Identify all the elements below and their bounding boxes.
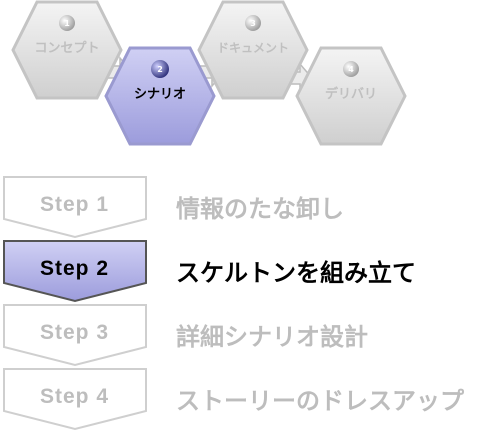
phase-label: コンセプト (34, 41, 99, 56)
step-2-chevron[interactable] (3, 240, 147, 303)
step-title: 詳細シナリオ設計 (176, 323, 368, 351)
step-4-chevron[interactable] (3, 368, 147, 431)
phase-number: 1 (64, 19, 70, 28)
phase-4[interactable]: 4 デリバリ (295, 46, 407, 146)
step-1-chevron[interactable] (3, 176, 147, 239)
phase-label: シナリオ (134, 87, 186, 102)
step-3-chevron[interactable] (3, 304, 147, 367)
step-row-3[interactable]: Step 3 詳細シナリオ設計 (0, 305, 480, 355)
number-ball-icon (343, 61, 359, 77)
phase-label: デリバリ (325, 86, 377, 102)
step-title: ストーリーのドレスアップ (176, 387, 464, 415)
number-ball-icon (151, 60, 169, 78)
step-row-4[interactable]: Step 4 ストーリーのドレスアップ (0, 369, 480, 419)
phase-number: 2 (157, 65, 163, 74)
step-label: Step 1 (40, 193, 110, 216)
phase-number: 4 (348, 65, 354, 74)
phase-1[interactable]: 1 コンセプト (11, 0, 123, 100)
phase-number: 3 (250, 19, 256, 28)
step-label: Step 4 (40, 385, 110, 408)
phase-2[interactable]: 2 シナリオ (104, 46, 216, 146)
phase-3[interactable]: 3 ドキュメント (197, 0, 309, 100)
step-label: Step 2 (40, 257, 110, 280)
number-ball-icon (59, 15, 75, 31)
step-row-1[interactable]: Step 1 情報のたな卸し (0, 177, 480, 227)
step-chevrons (3, 176, 147, 431)
step-row-2[interactable]: Step 2 スケルトンを組み立て (0, 241, 480, 291)
step-title: 情報のたな卸し (176, 195, 344, 223)
number-ball-icon (245, 15, 261, 31)
phase-label: ドキュメント (217, 41, 289, 55)
step-title: スケルトンを組み立て (176, 259, 416, 287)
step-label: Step 3 (40, 321, 110, 344)
